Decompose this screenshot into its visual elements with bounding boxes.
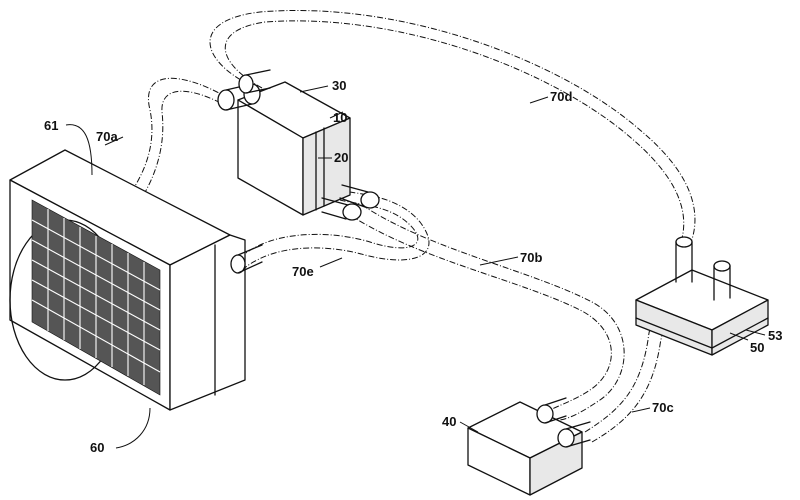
pump-assembly (217, 69, 380, 221)
label-10: 10 (333, 110, 347, 125)
tube-70d (209, 9, 696, 246)
heat-source-block (467, 397, 591, 496)
radiator-fins (31, 199, 161, 396)
label-60: 60 (90, 440, 104, 455)
radiator (9, 149, 263, 411)
label-70a: 70a (96, 129, 118, 144)
label-30: 30 (332, 78, 346, 93)
reservoir (635, 236, 769, 356)
label-50: 50 (750, 340, 764, 355)
label-70b: 70b (520, 250, 542, 265)
label-20: 20 (334, 150, 348, 165)
label-70c: 70c (652, 400, 674, 415)
label-53: 53 (768, 328, 782, 343)
tube-70b (349, 204, 625, 421)
leader-lines (65, 85, 766, 449)
label-70d: 70d (550, 89, 572, 104)
label-70e: 70e (292, 264, 314, 279)
label-40: 40 (442, 414, 456, 429)
label-61: 61 (44, 118, 58, 133)
tube-70e (239, 191, 430, 271)
